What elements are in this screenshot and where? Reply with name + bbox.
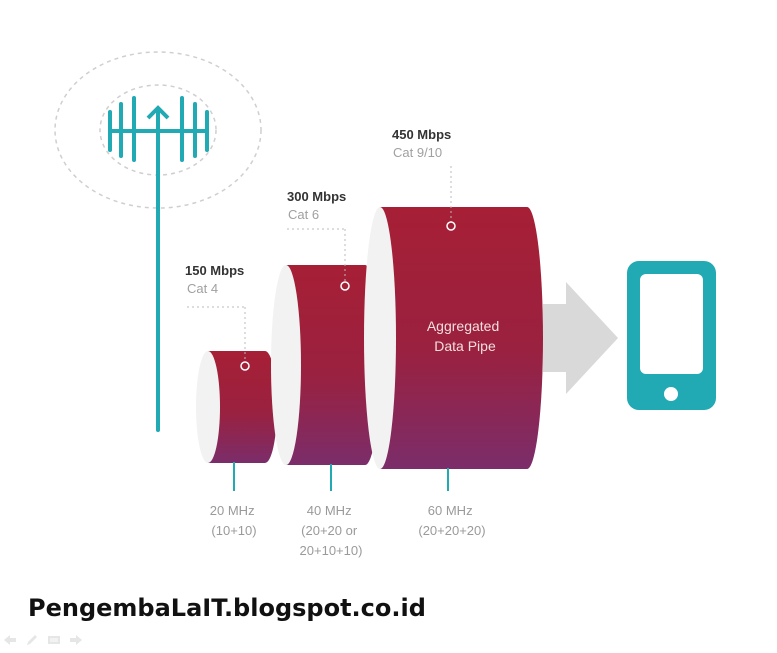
- tier-category: Cat 4: [187, 281, 218, 296]
- pen-icon[interactable]: [24, 633, 40, 647]
- tier-speed: 150 Mbps: [185, 263, 244, 278]
- tier-callout-150: 150 Mbps Cat 4: [185, 263, 250, 371]
- combo-label: 20+10+10): [300, 543, 363, 558]
- combo-label: (10+10): [211, 523, 256, 538]
- svg-text:20 MHz (10+10): 20 MHz (10+10): [210, 503, 258, 538]
- pipe-40mhz: [271, 265, 380, 465]
- previous-slide-icon[interactable]: [2, 633, 18, 647]
- combo-label: (20+20+20): [418, 523, 485, 538]
- freq-label-40: 40 MHz (20+20 or 20+10+10): [300, 503, 363, 558]
- cell-tower-icon: [54, 51, 262, 432]
- tier-speed: 450 Mbps: [392, 127, 451, 142]
- tier-category: Cat 6: [288, 207, 319, 222]
- combo-label: (20+20 or: [301, 523, 358, 538]
- bandwidth-label: 20 MHz: [210, 503, 255, 518]
- pipe-label: Aggregated Data Pipe: [427, 318, 503, 354]
- menu-icon[interactable]: [46, 633, 62, 647]
- bandwidth-label: 60 MHz: [428, 503, 473, 518]
- tier-callout-450: 450 Mbps Cat 9/10: [392, 127, 456, 231]
- pipe-60mhz: [364, 207, 543, 469]
- bandwidth-label: 40 MHz: [307, 503, 352, 518]
- tier-speed: 300 Mbps: [287, 189, 346, 204]
- slide-nav: [2, 632, 84, 648]
- tier-callout-300: 300 Mbps Cat 6: [287, 189, 350, 291]
- site-watermark: PengembaLaIT.blogspot.co.id: [28, 594, 426, 622]
- tier-category: Cat 9/10: [393, 145, 442, 160]
- right-arrow-icon: [543, 282, 618, 394]
- next-slide-icon[interactable]: [68, 633, 84, 647]
- freq-label-20: 20 MHz (10+10): [210, 503, 258, 538]
- freq-label-60: 60 MHz (20+20+20): [418, 503, 485, 538]
- smartphone-icon: [627, 261, 716, 410]
- pipe-20mhz: [196, 351, 277, 463]
- svg-text:40 MHz (20+20 or 2: 40 MHz (20+20 or 20+10+10): [300, 503, 363, 558]
- svg-text:60 MHz (20+20+20): 60 MHz (20+20+20): [418, 503, 485, 538]
